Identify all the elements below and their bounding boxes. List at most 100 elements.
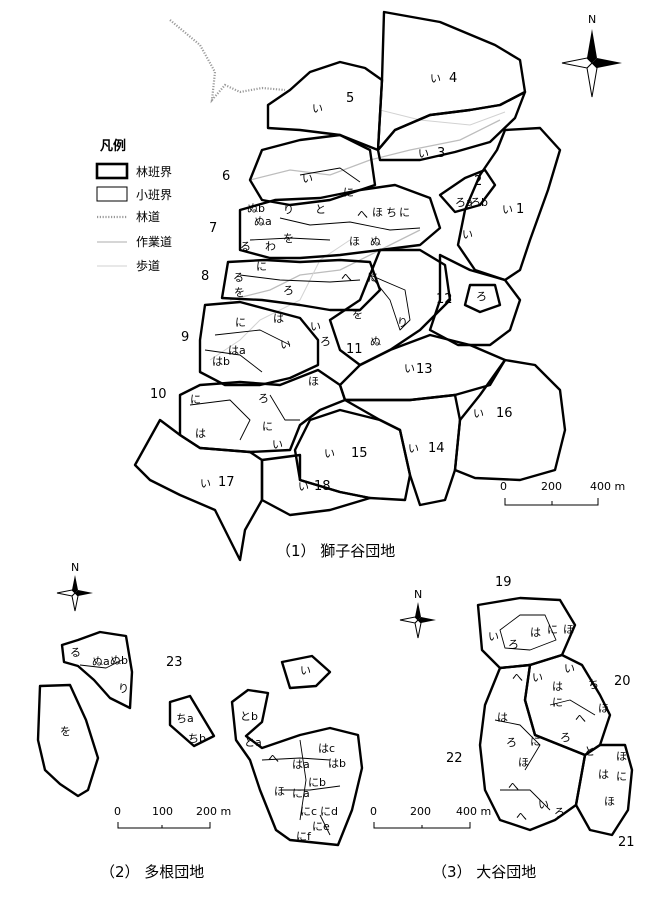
sub-label: にf (296, 830, 312, 843)
sub-label: ほ (308, 375, 319, 388)
sub-label: ろb (470, 196, 488, 209)
legend-sub-boundary: 小班界 (136, 188, 172, 202)
sub-label: に (547, 623, 558, 636)
tane-map: N 23 る ぬa ぬb り を ちa ちb い とb とa へ ほ はc はb… (36, 561, 364, 881)
sub-label: ちb (188, 732, 206, 745)
stand-number-8: 8 (201, 269, 209, 284)
sub-label: はc (318, 742, 335, 755)
sub-label: ろa (455, 196, 473, 209)
sub-label: に (399, 206, 410, 219)
caption-tane: （2） 多根団地 (100, 863, 204, 881)
sub-label: に (190, 393, 201, 406)
work-road-line (249, 119, 501, 181)
sub-label: い (430, 72, 441, 85)
scale-tick: 200 (541, 480, 562, 493)
stand-number-19: 19 (495, 575, 512, 590)
sub-label: ち (386, 206, 397, 219)
legend-sub-boundary-swatch (96, 186, 128, 202)
sub-label: ろ (560, 731, 571, 744)
sub-label: ぬ (370, 335, 381, 348)
stand-number-4: 4 (449, 71, 457, 86)
sub-label: い (538, 798, 549, 811)
sub-line (249, 237, 331, 241)
compass-north-letter: N (71, 561, 79, 574)
compass-rose: N (399, 588, 436, 639)
sub-label: ろ (258, 392, 269, 405)
footpath-line-2 (379, 109, 506, 126)
stand-number-3: 3 (437, 146, 445, 161)
sub-label: に (616, 770, 627, 783)
legend-footpath: 歩道 (136, 258, 160, 273)
legend-title: 凡例 (100, 138, 126, 154)
sub-label: い (488, 630, 499, 643)
sub-label: ほ (349, 235, 360, 248)
sub-label: はb (212, 355, 230, 368)
sub-label: い (502, 203, 513, 216)
stand-number-1: 1 (516, 202, 524, 217)
sub-label: い (302, 172, 313, 185)
sub-label: い (312, 102, 323, 115)
work-road-line-2 (229, 229, 421, 301)
stand-9 (198, 300, 320, 387)
stand-12-inset (463, 283, 502, 314)
scale-tick: 200 m (196, 805, 231, 818)
sub-label: ほ (274, 785, 285, 798)
sub-label: とa (244, 736, 262, 749)
sub-label: はb (328, 757, 346, 770)
stand-number-13: 13 (416, 362, 433, 377)
sub-label: へ (268, 752, 279, 765)
stand-number-15: 15 (351, 446, 368, 461)
stand-23-block-a (60, 630, 134, 710)
stand-number-16: 16 (496, 406, 513, 421)
sub-label: り (118, 682, 129, 695)
sub-label: へ (341, 271, 352, 284)
sub-label: い (280, 338, 291, 351)
caption-otani: （3） 大谷団地 (432, 863, 536, 881)
sub-label: ぬb (247, 202, 265, 215)
sub-line (239, 274, 361, 283)
stand-21 (574, 743, 634, 837)
sub-label: に (530, 735, 541, 748)
stand-16 (453, 358, 567, 482)
scale-tick: 0 (114, 805, 121, 818)
sub-label: にa (292, 787, 310, 800)
sub-label: ろ (283, 284, 294, 297)
sub-label: い (462, 228, 473, 241)
scale-tick: 200 (410, 805, 431, 818)
sub-label: ろ (506, 736, 517, 749)
scale-tick: 100 (152, 805, 173, 818)
sub-label: ぬa (92, 655, 110, 668)
sub-label: は (195, 427, 206, 440)
sub-label: い (272, 438, 283, 451)
scale-tick: 400 m (456, 805, 491, 818)
compass-north-letter: N (588, 13, 596, 26)
sub-line (299, 167, 361, 183)
sub-label: は (273, 312, 284, 325)
sub-label: と (315, 203, 326, 216)
stand-6 (248, 133, 377, 207)
sub-label: い (324, 447, 335, 460)
sub-line (369, 274, 411, 331)
stand-number-6: 6 (222, 169, 230, 184)
sub-line (204, 349, 263, 373)
stand-number-12: 12 (436, 292, 453, 307)
sub-label: わ (265, 240, 276, 253)
scale-bar-1: 0 200 400 m (500, 480, 625, 506)
sub-label: る (240, 240, 251, 253)
sub-line (279, 217, 421, 231)
scale-tick: 0 (500, 480, 507, 493)
compass-rose: N (56, 561, 93, 612)
legend-stand-boundary: 林班界 (136, 165, 172, 179)
sub-label: へ (516, 810, 527, 823)
sub-label: い (310, 320, 321, 333)
sub-line (269, 394, 300, 421)
sub-label: ほ (372, 206, 383, 219)
sub-label: り (283, 203, 294, 216)
sub-line (494, 719, 541, 771)
sub-line (500, 789, 551, 811)
sub-line (280, 785, 341, 791)
sub-line (549, 699, 596, 716)
sub-label: い (408, 442, 419, 455)
stand-number-14: 14 (428, 441, 445, 456)
